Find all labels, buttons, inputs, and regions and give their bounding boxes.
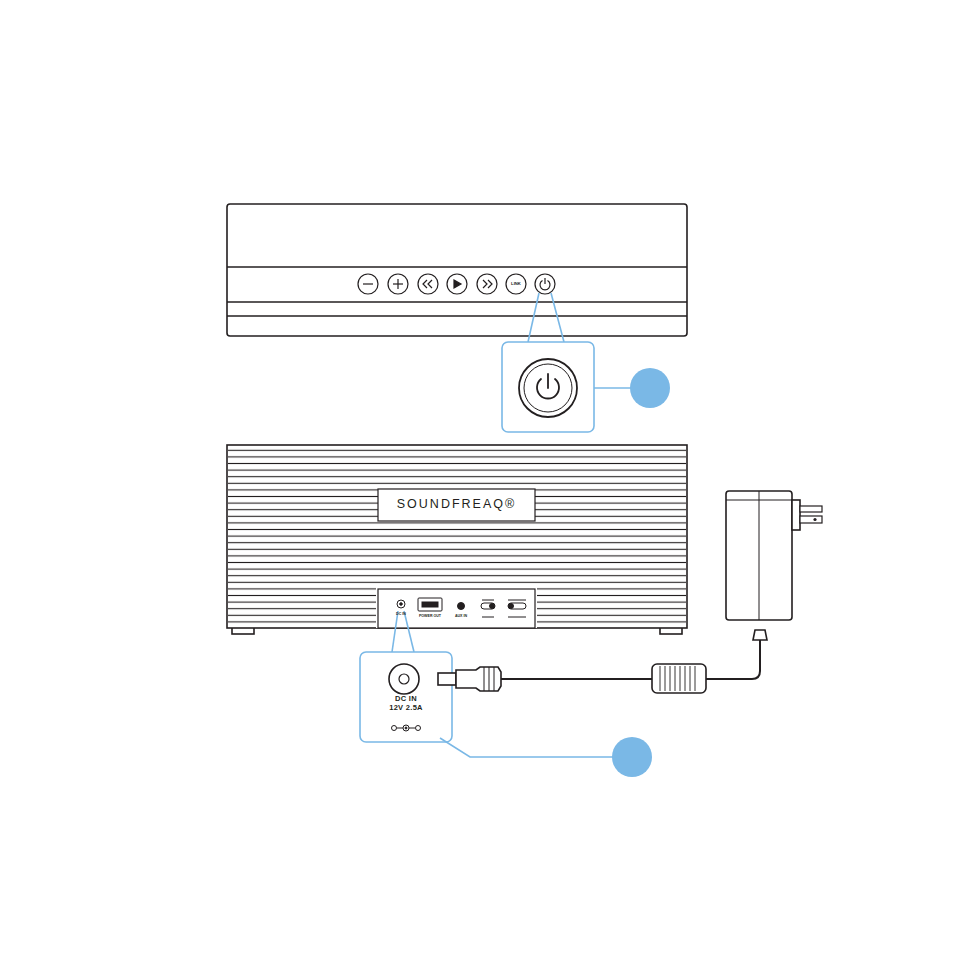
power-adapter [438,491,822,693]
dc-jack-large [389,664,419,694]
callout-circle [630,368,670,408]
port-label: DC IN [396,613,406,617]
rear-panel [378,589,535,628]
rear-ports [397,598,526,617]
dc-zoom [360,611,613,757]
dc-in-zoom: DC IN12V 2.5A [361,694,451,720]
button-label: LINK [511,282,521,286]
node-detail: 12V 2.5A [389,703,423,712]
power-zoom [502,293,631,432]
node-title: DC IN [395,694,417,703]
port-label: AUX IN [455,615,467,619]
callout-circle [612,737,652,777]
control-buttons [358,274,555,294]
polarity-symbol [392,725,421,731]
speaker-back [227,445,687,628]
node-title: SOUNDFREAQ® [397,497,516,513]
port-label: POWER OUT [419,615,441,619]
power-button-large [519,359,577,417]
speaker-top [227,204,687,336]
brand-badge: SOUNDFREAQ® [379,490,534,520]
